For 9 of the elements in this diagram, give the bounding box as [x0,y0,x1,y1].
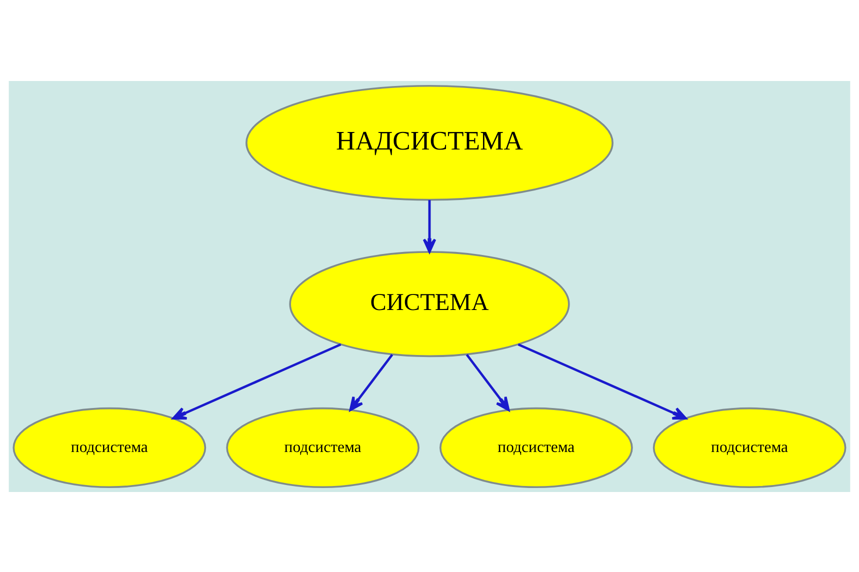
arrow [422,200,436,252]
node-ellipse: подсистема [440,406,633,488]
node-ellipse: подсистема [226,406,420,488]
arrow [466,353,510,411]
arrow [349,353,394,411]
node-ellipse: СИСТЕМА [289,250,570,357]
node-ellipse: НАДСИСТЕМА [246,84,614,200]
arrow [518,342,687,420]
arrow [172,342,342,420]
